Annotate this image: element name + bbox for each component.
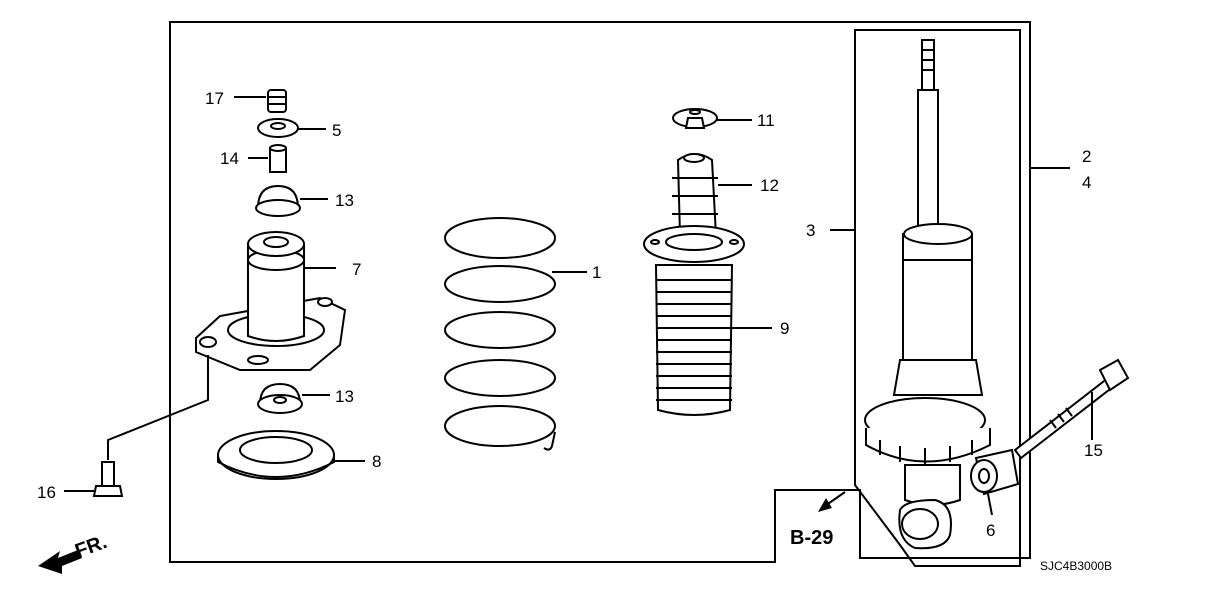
bump-rubber-13-upper: [255, 184, 328, 217]
label-17: 17: [205, 89, 224, 108]
shock-absorber-3: [830, 39, 991, 550]
label-11: 11: [757, 111, 775, 130]
dust-cover-9: [643, 225, 772, 416]
label-4: 4: [1082, 173, 1091, 192]
bump-rubber-13-lower: [257, 382, 330, 414]
label-7: 7: [352, 260, 361, 279]
label-8: 8: [372, 452, 381, 471]
label-1: 1: [592, 263, 601, 282]
cap-11: [672, 108, 752, 129]
label-9: 9: [780, 319, 789, 338]
bolt-15: [1013, 358, 1130, 460]
diagram-code: SJC4B3000B: [1040, 559, 1112, 573]
label-13-upper: 13: [335, 191, 354, 210]
dust-cover-ribs: [656, 279, 732, 401]
label-3: 3: [806, 221, 815, 240]
nut-17: [234, 89, 287, 113]
label-5: 5: [332, 121, 341, 140]
mount-base-7: [107, 231, 347, 460]
label-12: 12: [760, 176, 779, 195]
label-6: 6: [986, 521, 995, 540]
label-14: 14: [220, 149, 239, 168]
direction-label: FR.: [72, 531, 110, 563]
label-13-lower: 13: [335, 387, 354, 406]
spring-seat-8: [217, 430, 365, 480]
front-direction-arrow: FR.: [38, 531, 110, 574]
ref-b29[interactable]: B-29: [790, 527, 833, 549]
washer-5: [257, 118, 326, 138]
bolt-16: [64, 461, 124, 497]
collar-14: [248, 144, 287, 173]
group-border: [169, 21, 1031, 567]
label-16: 16: [37, 483, 56, 502]
callout-labels: 17 5 14 13 7 13 8 16 1 11 12 9 3 2 4 15 …: [37, 89, 1112, 573]
label-2: 2: [1082, 147, 1091, 166]
leader-b29: [818, 491, 846, 512]
bushing-6: [970, 448, 1020, 516]
label-15: 15: [1084, 441, 1103, 460]
coil-spring-1: [444, 217, 587, 451]
